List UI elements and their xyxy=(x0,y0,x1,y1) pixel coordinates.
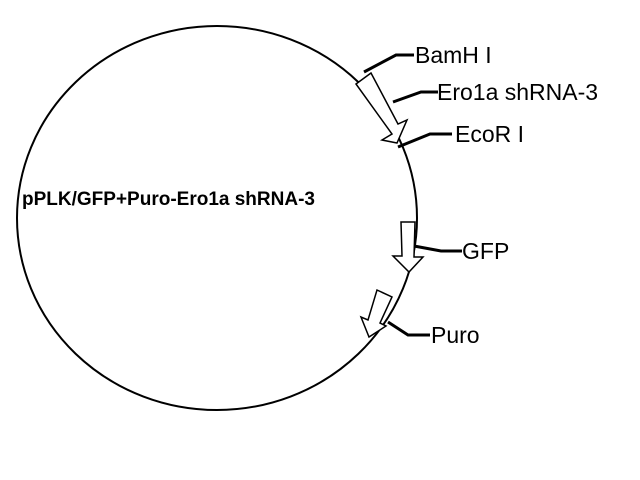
puro-label: Puro xyxy=(431,322,480,348)
bamh1-leader xyxy=(363,53,414,74)
bamh1-label: BamH I xyxy=(415,42,492,68)
gfp-label: GFP xyxy=(462,238,509,264)
plasmid-backbone xyxy=(16,25,418,411)
plasmid-name: pPLK/GFP+Puro-Ero1a shRNA-3 xyxy=(22,189,315,210)
puro-arrow xyxy=(359,288,393,339)
ero1a-shrna-label: Ero1a shRNA-3 xyxy=(437,79,598,105)
gfp-leader xyxy=(413,244,462,253)
puro-leader xyxy=(387,320,430,337)
gfp-arrow xyxy=(391,221,425,274)
ecor1-leader xyxy=(397,132,452,149)
ecor1-label: EcoR I xyxy=(455,121,524,147)
ero1a-shrna-leader xyxy=(392,90,438,104)
ero1a-shrna-arrow xyxy=(354,71,409,144)
